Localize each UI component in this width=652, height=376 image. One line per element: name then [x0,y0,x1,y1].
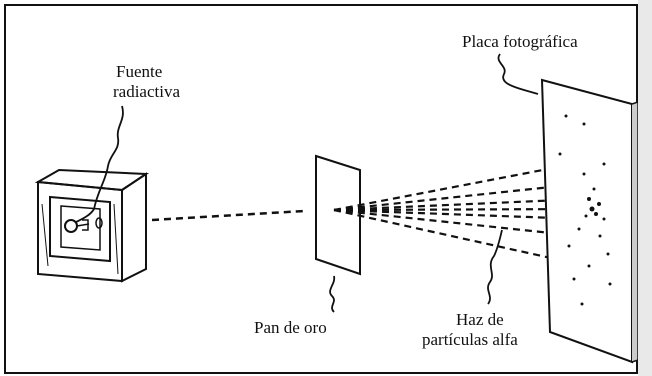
beam-label-line1: Haz de [456,310,504,329]
gold-foil [315,154,361,276]
foil-leader [329,275,336,313]
source-box-side [121,172,147,283]
scattered-beams [333,162,587,264]
gold-foil-label: Pan de oro [254,318,327,337]
source-box-inner [60,205,101,251]
rutherford-diagram [4,4,638,374]
source-leader [75,105,124,223]
photo-plate [540,78,638,364]
beam-leader [487,229,503,305]
incident-beam [151,209,305,222]
source-label-line2: radiactiva [113,82,181,101]
source-box [34,168,150,283]
page-edge-shadow [638,0,652,376]
diagram-frame: Fuente radiactiva Placa fotográfica Pan … [4,4,638,374]
emitter-circle [64,219,78,233]
leader-lines [75,53,539,313]
source-box-opening [49,195,111,263]
plate-leader [497,53,539,95]
source-label-line1: Fuente [116,62,163,81]
beam-label-line2: partículas alfa [422,330,518,349]
photo-plate-label: Placa fotográfica [462,32,578,51]
